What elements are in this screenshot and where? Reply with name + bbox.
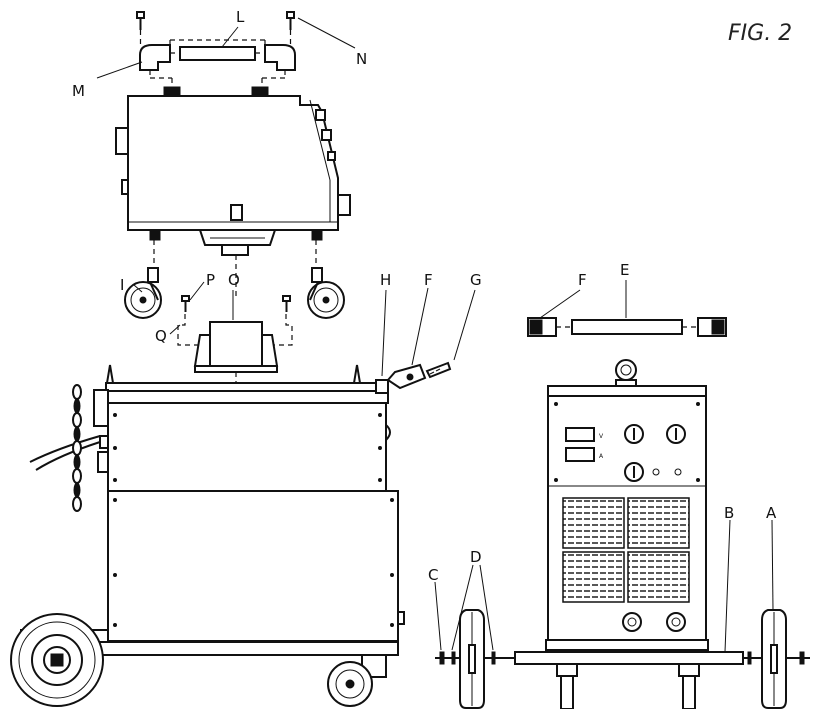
main-chassis-side [10, 364, 405, 707]
screw-right [286, 11, 295, 30]
ammeter-label: A [599, 453, 604, 460]
label-o: O [228, 271, 240, 289]
label-n: N [356, 50, 367, 68]
vent-grille-3 [562, 551, 625, 603]
lifting-eye [615, 359, 637, 381]
front-castor-left [560, 675, 574, 710]
bottle-chain [72, 384, 82, 512]
label-f-cap: F [578, 271, 587, 289]
voltmeter-label: V [599, 433, 604, 440]
label-q: Q [155, 327, 167, 345]
knob-1 [315, 109, 326, 121]
rod-assembly [527, 317, 727, 337]
label-g: G [470, 271, 482, 289]
label-p: P [206, 271, 215, 289]
washer-c [439, 651, 445, 665]
hitch-assembly [375, 361, 452, 394]
screw-left [136, 11, 145, 30]
label-c: C [428, 566, 438, 584]
wheel-axle-front [435, 609, 810, 709]
knob-2 [321, 129, 332, 141]
output-socket-1 [622, 612, 642, 632]
chassis-lower [107, 490, 399, 642]
top-unit-mount-right [251, 86, 269, 96]
label-f-pin: F [424, 271, 433, 289]
castor-wheel-right [307, 267, 345, 319]
rear-fitting [115, 127, 129, 155]
handle-tube [179, 46, 256, 61]
handle-elbow-right [264, 44, 296, 71]
front-axle [514, 651, 744, 665]
label-m: M [72, 82, 85, 100]
front-castor-right [682, 675, 696, 710]
label-e: E [620, 261, 629, 279]
label-a: A [766, 504, 777, 522]
castor-wheel-left [124, 267, 162, 319]
top-unit-mount-left [163, 86, 181, 96]
top-unit [115, 86, 351, 256]
voltmeter [565, 427, 595, 442]
ammeter [565, 447, 595, 462]
torch-connector [337, 194, 351, 216]
label-l: L [236, 8, 245, 26]
machine-front-view: V A [514, 359, 744, 710]
handle-assembly [136, 11, 296, 90]
front-castor-side [327, 654, 387, 707]
vent-grille-1 [562, 497, 625, 549]
leader-lines [96, 17, 774, 653]
label-h: H [380, 271, 391, 289]
handle-elbow-left [139, 44, 171, 71]
chassis-upper [107, 402, 387, 492]
callout-labels: L M N I P Q O H F G F E B A C D [72, 8, 777, 584]
turntable-adapter [177, 295, 293, 373]
label-b: B [724, 504, 734, 522]
figure-title: FIG. 2 [728, 21, 792, 46]
knob-3 [327, 151, 336, 161]
rear-wheel-side [10, 613, 104, 707]
axle-rod [571, 319, 683, 335]
label-i: I [120, 276, 124, 294]
output-socket-2 [666, 612, 686, 632]
label-d: D [470, 548, 482, 566]
vent-grille-2 [627, 497, 690, 549]
vent-grille-4 [627, 551, 690, 603]
adapter-column [209, 321, 263, 367]
latch [230, 204, 243, 221]
clevis-f [386, 363, 427, 390]
bracket-h [375, 379, 389, 394]
